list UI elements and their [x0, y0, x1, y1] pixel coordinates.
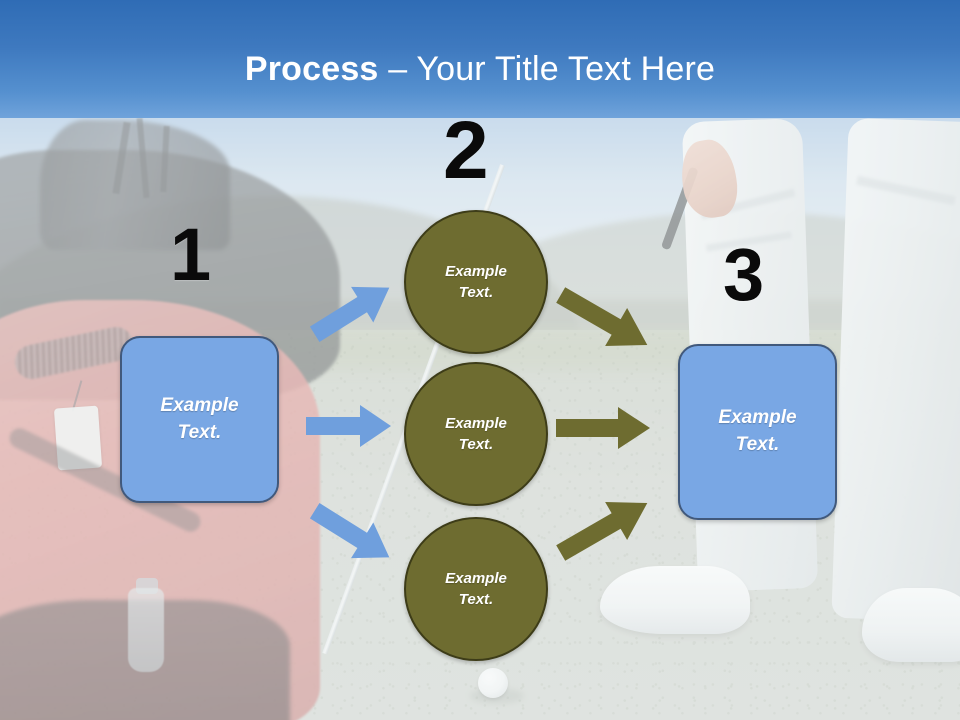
process-box-left-label: Example Text. — [160, 393, 238, 447]
label-line-1: Example — [718, 407, 797, 429]
label-line-2: Text. — [735, 434, 780, 455]
label-line-1: Example — [160, 394, 239, 416]
process-circle-middle-label: Example Text. — [445, 413, 507, 456]
page-title: Process – Your Title Text Here — [0, 50, 960, 89]
golf-shoe-back — [862, 588, 960, 662]
golf-clubs-bundle — [40, 120, 230, 250]
label-line-1: Example — [445, 262, 507, 280]
label-line-2: Text. — [458, 436, 494, 453]
title-strong-part: Process — [244, 50, 379, 88]
label-line-1: Example — [445, 414, 507, 432]
arrow-blue-down-right — [306, 500, 398, 568]
process-box-right[interactable]: Example Text. — [678, 344, 837, 520]
process-box-right-label: Example Text. — [718, 405, 796, 459]
process-circle-top-label: Example Text. — [445, 261, 507, 304]
arrow-blue-up-right — [306, 277, 398, 345]
label-line-2: Text. — [458, 284, 494, 301]
process-box-left[interactable]: Example Text. — [120, 336, 279, 503]
golf-ball — [478, 668, 508, 698]
step-number-1: 1 — [170, 213, 212, 296]
title-rest-part: – Your Title Text Here — [378, 50, 716, 88]
arrow-olive-right — [556, 406, 652, 450]
arrow-blue-right — [306, 404, 392, 448]
arrow-olive-up-right — [552, 490, 656, 566]
label-line-2: Text. — [177, 421, 222, 443]
process-circle-top[interactable]: Example Text. — [404, 210, 548, 354]
arrow-olive-down-right — [552, 282, 656, 358]
golf-shoe-front — [600, 566, 750, 634]
title-band — [0, 0, 960, 118]
water-bottle — [128, 588, 164, 672]
process-circle-bottom-label: Example Text. — [445, 568, 507, 611]
step-number-3: 3 — [723, 233, 765, 316]
process-circle-bottom[interactable]: Example Text. — [404, 517, 548, 661]
process-circle-middle[interactable]: Example Text. — [404, 362, 548, 506]
step-number-2: 2 — [443, 105, 489, 196]
label-line-2: Text. — [458, 591, 494, 608]
label-line-1: Example — [445, 569, 507, 587]
